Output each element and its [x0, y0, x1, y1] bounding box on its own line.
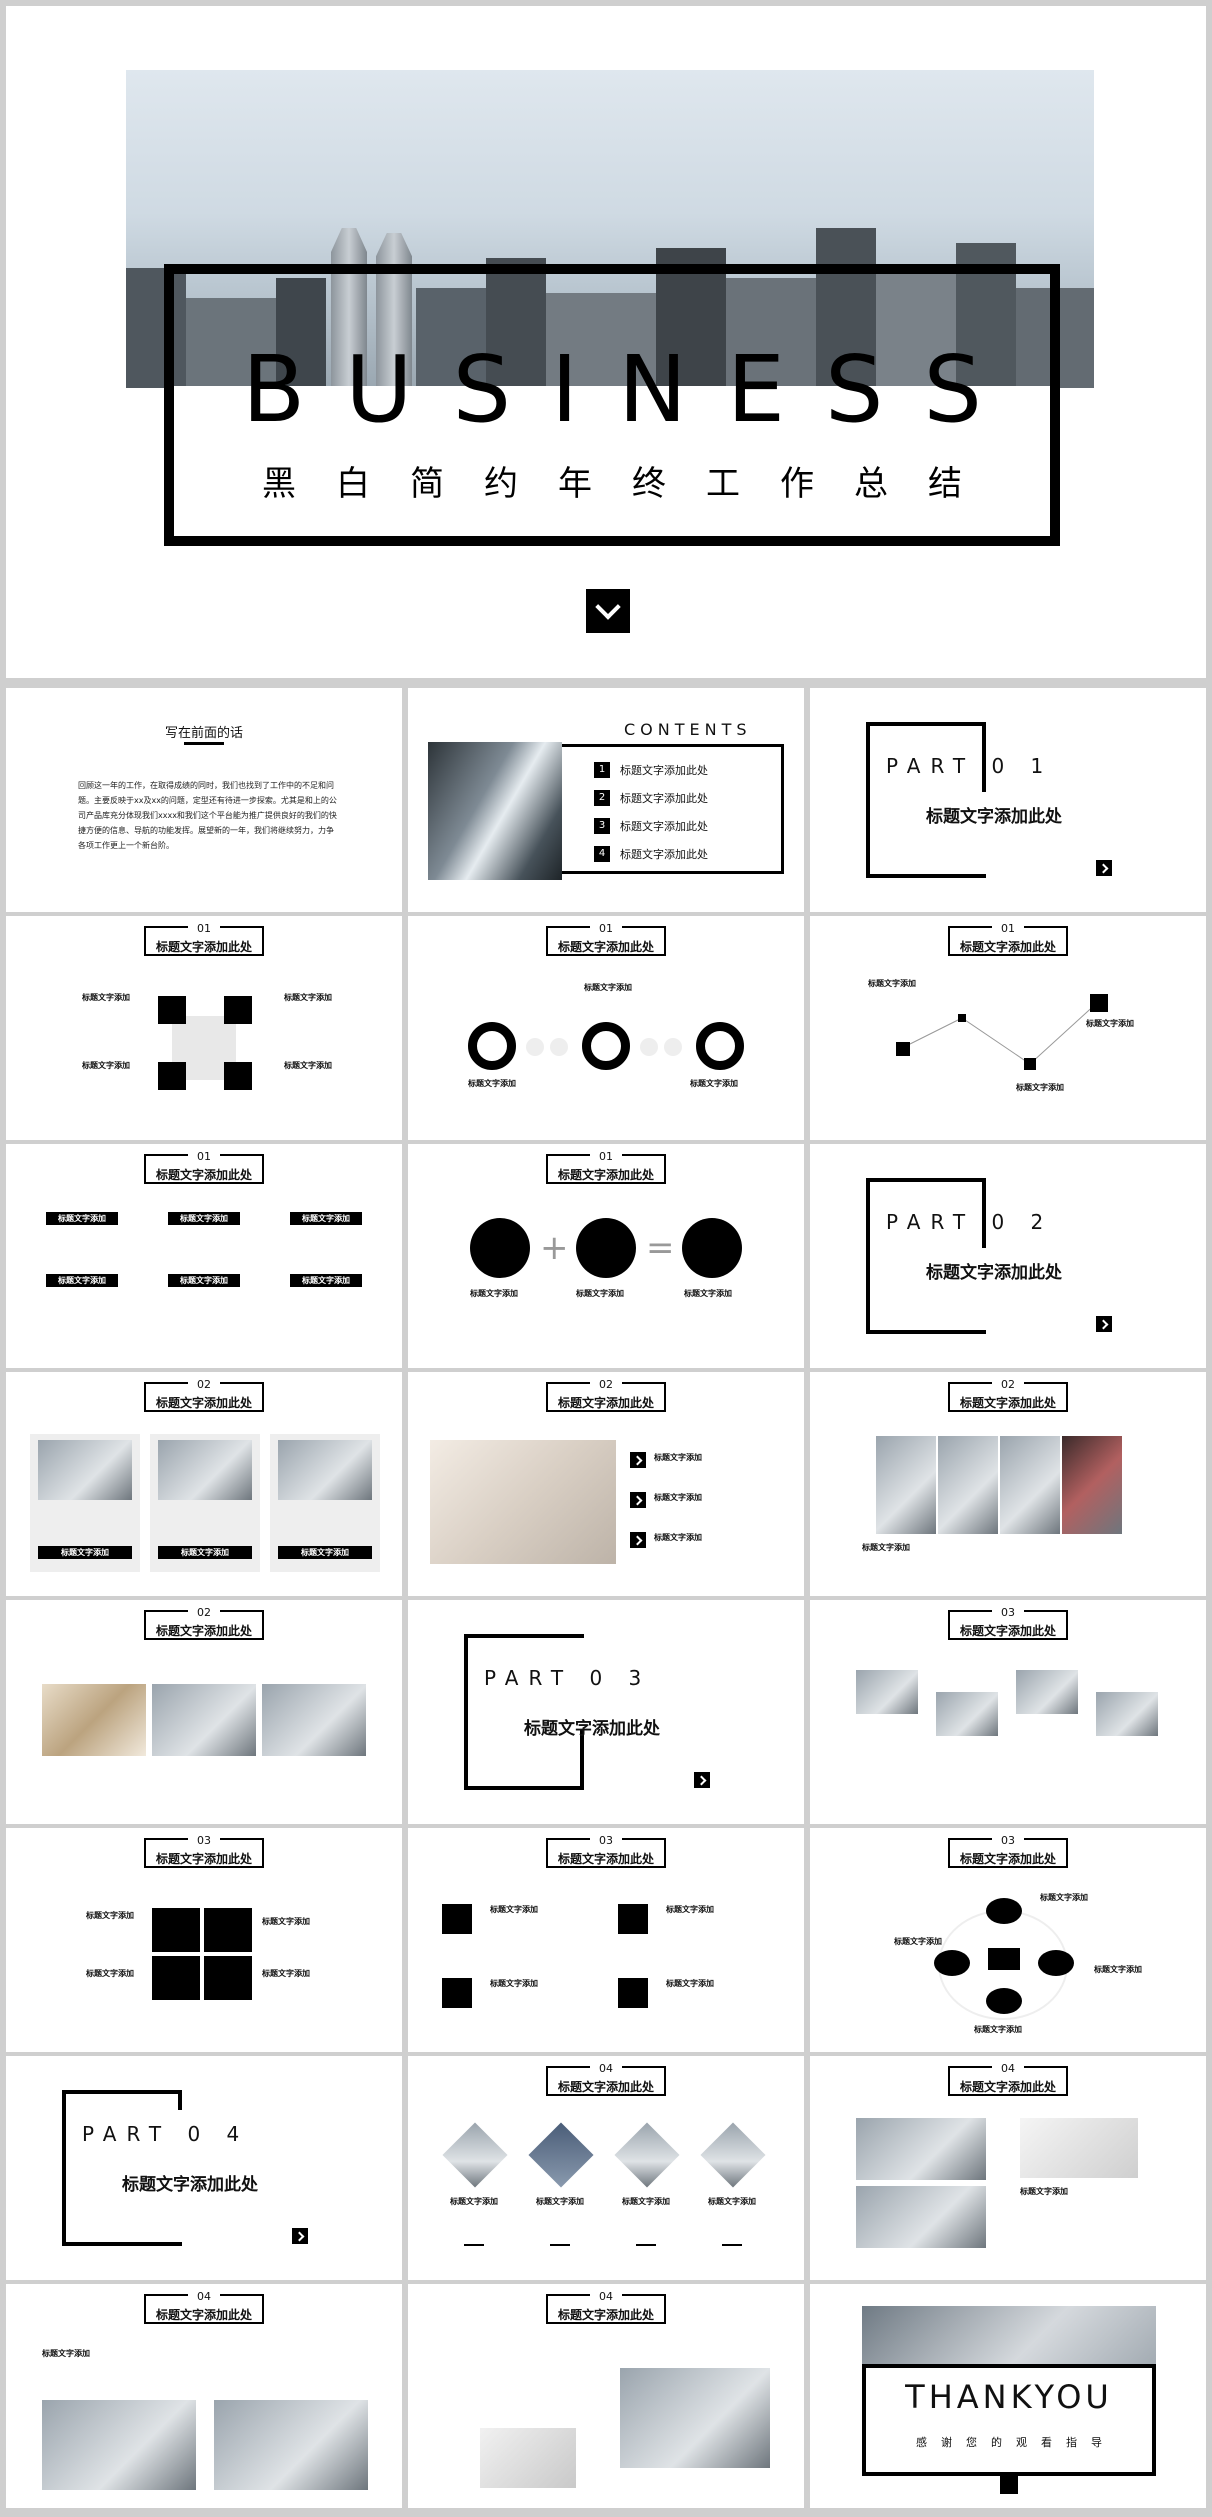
thankyou-frame: [862, 2364, 1156, 2476]
cover-subtitle: 黑白简约年终工作总结: [262, 464, 1002, 504]
contents-title: CONTENTS: [624, 720, 752, 739]
line-graphic: [896, 994, 1108, 1070]
cloud-icon: [442, 1904, 472, 1934]
city-skyline-photo: [126, 70, 1094, 388]
part-title: 标题文字添加此处: [926, 807, 1062, 827]
ring: [696, 1022, 744, 1070]
part-label: PART 0 1: [886, 754, 1054, 778]
slide-part-01: PART 0 1 标题文字添加此处: [810, 688, 1206, 912]
next-arrow-icon[interactable]: [694, 1772, 710, 1788]
intro-heading: 写在前面的话: [164, 726, 243, 741]
part-title: 标题文字添加此处: [524, 1719, 660, 1739]
next-arrow-icon[interactable]: [1096, 860, 1112, 876]
pyramid-icon: [618, 1904, 648, 1934]
ring: [582, 1022, 630, 1070]
building-photo: [428, 742, 562, 880]
network-icon: [158, 1062, 186, 1090]
chart-icon: [682, 1218, 742, 1278]
target-icon: [576, 1218, 636, 1278]
link-icon: [152, 1956, 200, 2000]
warning-icon: [204, 1908, 252, 1952]
money-icon: [618, 1978, 648, 2008]
location-icon: [442, 1978, 472, 2008]
heading-underline: [184, 742, 224, 745]
cover-title: BUSINESS: [242, 336, 1022, 443]
thumb-icon: [158, 996, 186, 1024]
team-photo: [278, 1440, 372, 1500]
thankyou-title: THANKYOU: [905, 2378, 1113, 2416]
slide-part-03: PART 0 3 标题文字添加此处: [408, 1600, 804, 1824]
computer-icon: [988, 1948, 1020, 1970]
next-arrow-icon[interactable]: [292, 2228, 308, 2244]
team-photo: [158, 1440, 252, 1500]
part-title: 标题文字添加此处: [926, 1263, 1062, 1283]
slide-intro: 写在前面的话 回顾这一年的工作，在取得成绩的同时，我们也找到了工作中的不足和问题…: [6, 688, 402, 912]
part-title: 标题文字添加此处: [122, 2175, 258, 2195]
part-label: PART 0 4: [82, 2122, 250, 2146]
bar-chart-icon: [152, 1908, 200, 1952]
home-icon: [204, 1956, 252, 2000]
chevron-down-icon[interactable]: [1000, 2476, 1018, 2494]
slide-thankyou: THANKYOU 感谢您的观看指导: [810, 2284, 1206, 2508]
money-icon: [470, 1218, 530, 1278]
writing-photo: [430, 1440, 616, 1564]
next-arrow-icon[interactable]: [1096, 1316, 1112, 1332]
gear-icon: [224, 1062, 252, 1090]
intro-body: 回顾这一年的工作，在取得成绩的同时，我们也找到了工作中的不足和问题。主要反映于x…: [78, 781, 337, 850]
drop-icon: [224, 996, 252, 1024]
chevron-down-icon[interactable]: [586, 589, 630, 633]
team-photo: [38, 1440, 132, 1500]
slide-part-04: PART 0 4 标题文字添加此处: [6, 2056, 402, 2280]
title-frame: BUSINESS 黑白简约年终工作总结: [164, 264, 1060, 546]
cover-slide: BUSINESS 黑白简约年终工作总结: [6, 6, 1206, 678]
part-label: PART 0 3: [484, 1666, 652, 1690]
thankyou-subtitle: 感谢您的观看指导: [916, 2436, 1116, 2449]
part-label: PART 0 2: [886, 1210, 1054, 1234]
ring: [468, 1022, 516, 1070]
slide-part-02: PART 0 2 标题文字添加此处: [810, 1144, 1206, 1368]
